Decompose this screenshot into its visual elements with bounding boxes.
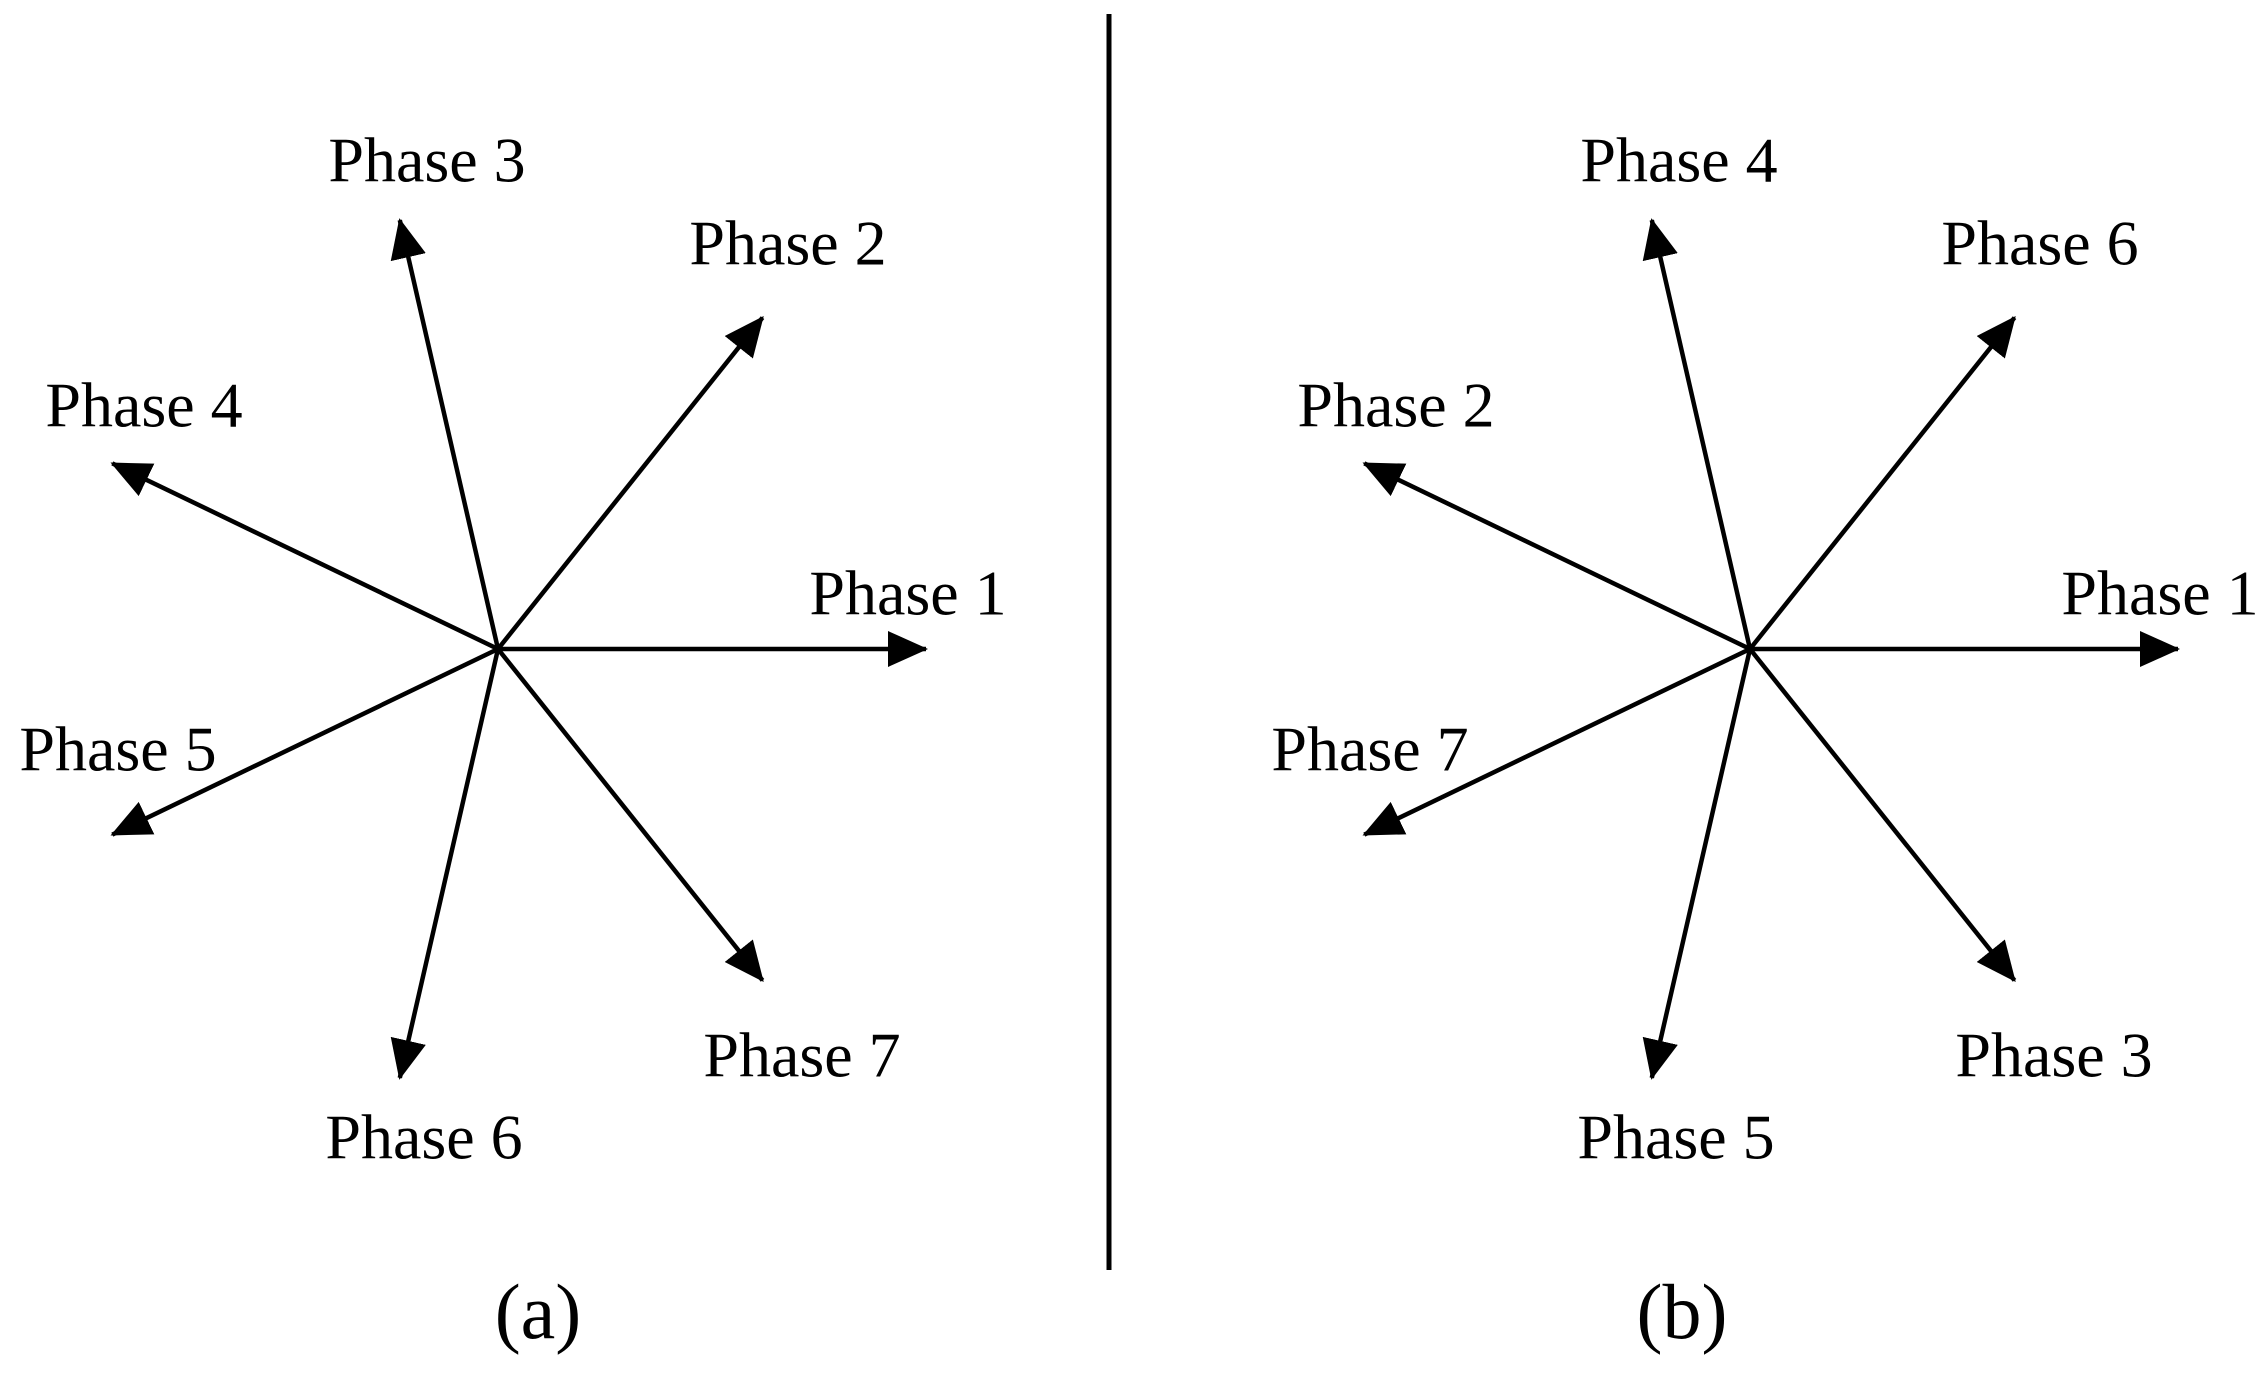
phase-label-phase-4: Phase 4 (45, 370, 242, 441)
phase-label-phase-1: Phase 1 (809, 558, 1006, 629)
phase-label-phase-1: Phase 1 (2061, 558, 2258, 629)
panel-b-arrows (1362, 218, 2180, 1080)
phasor-arrow-phase-6 (1748, 316, 2017, 651)
phase-label-phase-3: Phase 3 (328, 125, 525, 196)
phasor-arrow-phase-7 (1362, 646, 1751, 837)
panel-a-caption: (a) (495, 1268, 582, 1355)
phase-label-phase-3: Phase 3 (1955, 1020, 2152, 1091)
phasor-arrow-phase-6 (390, 648, 501, 1080)
phasor-arrow-phase-5 (110, 646, 499, 837)
phasor-arrow-phase-5 (1642, 648, 1753, 1080)
phase-label-phase-7: Phase 7 (1271, 714, 1468, 785)
phase-label-phase-6: Phase 6 (325, 1102, 522, 1173)
panel-b-caption: (b) (1637, 1268, 1728, 1355)
phase-label-phase-5: Phase 5 (19, 714, 216, 785)
phase-label-phase-4: Phase 4 (1580, 125, 1777, 196)
phasor-arrow-phase-4 (110, 461, 499, 652)
phase-label-phase-6: Phase 6 (1941, 208, 2138, 279)
phase-label-phase-2: Phase 2 (689, 208, 886, 279)
panel-b-labels: Phase 1 Phase 6 Phase 4 Phase 2 Phase 7 Phase… (1271, 125, 2258, 1173)
panel-a-arrows (110, 218, 928, 1080)
phasor-arrow-phase-4 (1642, 218, 1753, 650)
phasor-arrow-phase-2 (1362, 461, 1751, 652)
phase-label-phase-5: Phase 5 (1577, 1102, 1774, 1173)
phase-label-phase-2: Phase 2 (1297, 370, 1494, 441)
phasor-arrow-phase-7 (496, 647, 765, 982)
phase-label-phase-7: Phase 7 (703, 1020, 900, 1091)
panel-b: Phase 1 Phase 6 Phase 4 Phase 2 Phase 7 Phase… (1271, 125, 2258, 1355)
panel-a: Phase 1 Phase 2 Phase 3 Phase 4 Phase 5 Phase… (19, 125, 1006, 1355)
panel-a-labels: Phase 1 Phase 2 Phase 3 Phase 4 Phase 5 Phase… (19, 125, 1006, 1173)
phasor-arrow-phase-3 (1748, 647, 2017, 982)
phasor-arrow-phase-3 (390, 218, 501, 650)
phasor-arrow-phase-2 (496, 316, 765, 651)
